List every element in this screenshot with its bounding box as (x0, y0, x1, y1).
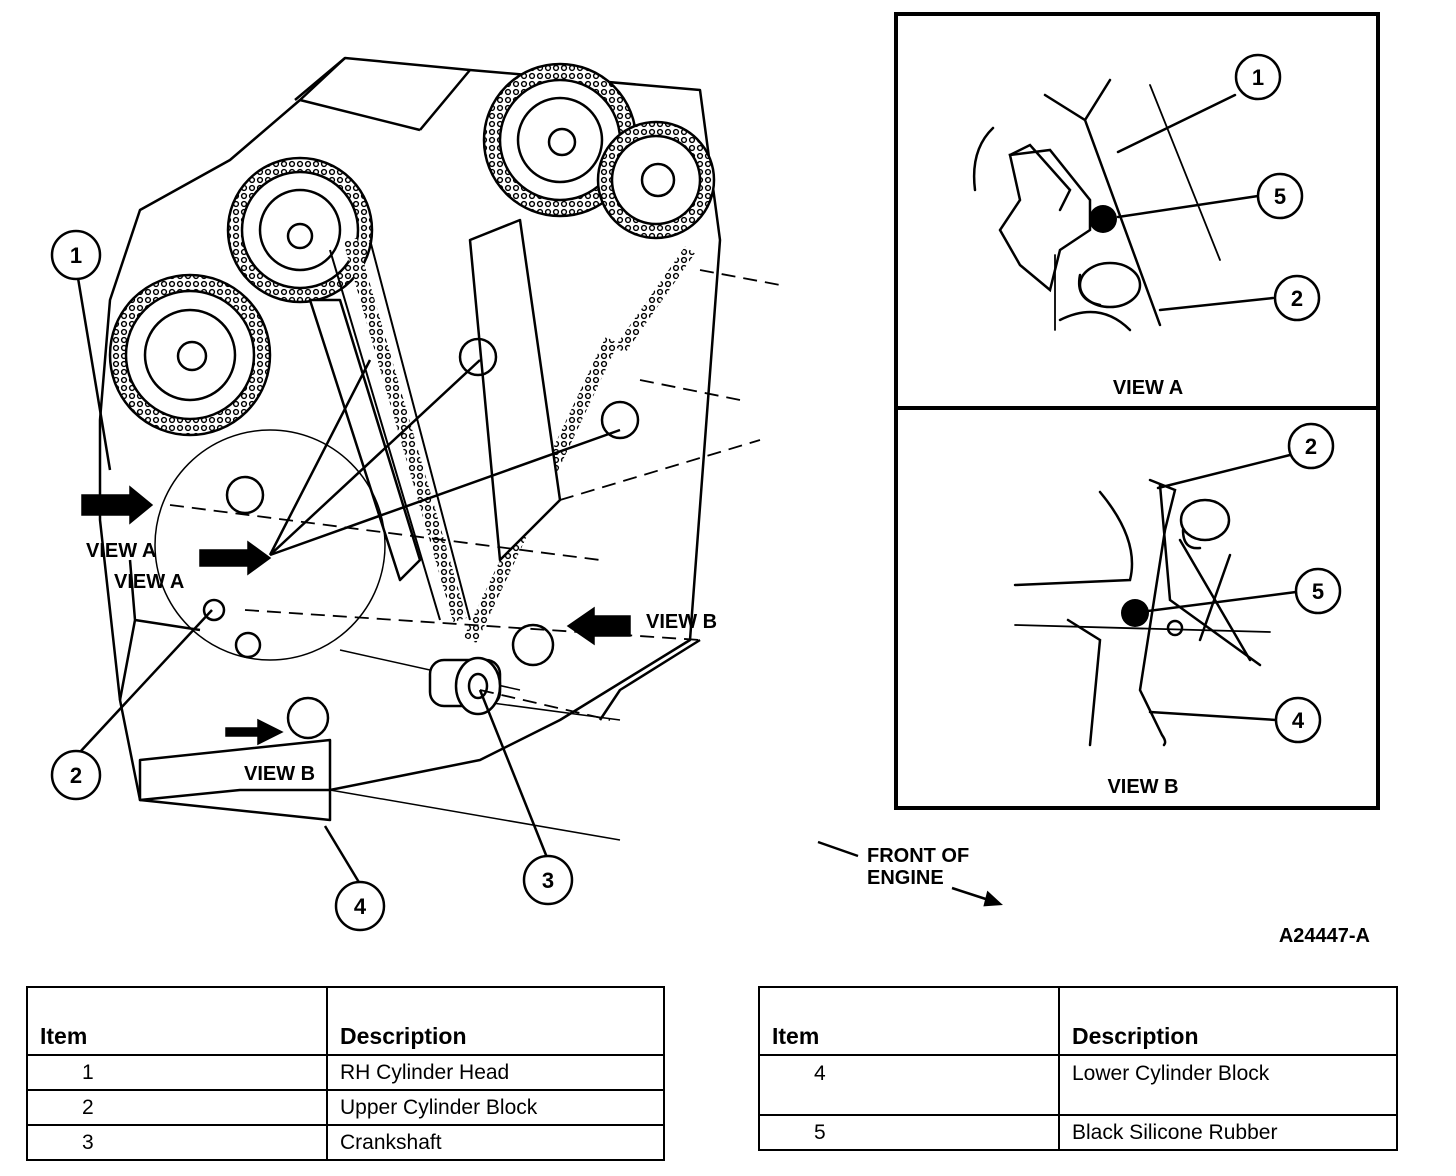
inset-view-a-sketch (972, 78, 1275, 332)
inset-b-callout-5: 5 (1312, 579, 1324, 604)
legend-item-description: Black Silicone Rubber (1058, 1114, 1398, 1151)
legend-row: 3 Crankshaft (26, 1124, 665, 1161)
callout-3-circle (522, 854, 574, 906)
legend-item-number: 4 (758, 1054, 1060, 1116)
view-a-label-lower: VIEW A (114, 571, 184, 593)
legend-header-item: Item (758, 986, 1060, 1056)
legend-item-number: 3 (26, 1124, 328, 1161)
figure-id: A24447-A (1279, 925, 1370, 947)
inset-b-callout-2: 2 (1305, 434, 1317, 459)
callout-2: 2 (70, 763, 82, 788)
front-of-engine-arrows (817, 840, 1003, 907)
legend-row: 4 Lower Cylinder Block (758, 1054, 1398, 1116)
view-arrows (81, 485, 631, 746)
view-b-label-bottom: VIEW B (244, 763, 315, 785)
inset-a-callout-1-circle (1234, 53, 1282, 101)
legend-header-description: Description (326, 986, 665, 1056)
legend-item-description: RH Cylinder Head (326, 1054, 665, 1091)
legend-table-right: Item Description 4 Lower Cylinder Block … (758, 986, 1398, 1151)
legend-item-number: 5 (758, 1114, 1060, 1151)
callout-1: 1 (70, 243, 82, 268)
view-b-label-right: VIEW B (646, 611, 717, 633)
inset-a-callout-5: 5 (1274, 184, 1286, 209)
front-of-engine-line1: FRONT OF (867, 845, 969, 867)
inset-a-callout-5-circle (1256, 172, 1304, 220)
legend-item-description: Upper Cylinder Block (326, 1089, 665, 1126)
view-a-label-upper: VIEW A (86, 540, 156, 562)
inset-view-b-title: VIEW B (1107, 776, 1178, 798)
front-of-engine-line2: ENGINE (867, 867, 944, 889)
inset-b-callout-2-circle (1287, 422, 1335, 470)
legend-item-number: 1 (26, 1054, 328, 1091)
inset-b-callout-4: 4 (1292, 708, 1305, 733)
inset-a-callout-2-circle (1273, 274, 1321, 322)
legend-header-description: Description (1058, 986, 1398, 1056)
legend-table-left: Item Description 1 RH Cylinder Head 2 Up… (26, 986, 665, 1161)
callout-4: 4 (354, 894, 367, 919)
inset-b-callout-5-circle (1294, 567, 1342, 615)
legend-row: 1 RH Cylinder Head (26, 1054, 665, 1091)
legend-row: 2 Upper Cylinder Block (26, 1089, 665, 1126)
main-callout-leaders (76, 277, 550, 885)
engine-illustration (98, 56, 781, 841)
legend-row: 5 Black Silicone Rubber (758, 1114, 1398, 1151)
legend-item-number: 2 (26, 1089, 328, 1126)
inset-frame (894, 12, 1380, 810)
inset-view-b-sketch (1013, 453, 1298, 747)
inset-a-callout-2: 2 (1291, 286, 1303, 311)
silicone-dot-view-a (1089, 205, 1117, 233)
inset-view-a-title: VIEW A (1113, 377, 1183, 399)
legend-header-row: Item Description (26, 986, 665, 1056)
callout-3: 3 (542, 868, 554, 893)
silicone-dot-view-b (1121, 599, 1149, 627)
inset-b-callout-4-circle (1274, 696, 1322, 744)
legend-item-description: Crankshaft (326, 1124, 665, 1161)
callout-1-circle (50, 229, 102, 281)
legend-header-row: Item Description (758, 986, 1398, 1056)
callout-4-circle (334, 880, 386, 932)
legend-header-item: Item (26, 986, 328, 1056)
callout-2-circle (50, 749, 102, 801)
legend-item-description: Lower Cylinder Block (1058, 1054, 1398, 1116)
inset-a-callout-1: 1 (1252, 65, 1264, 90)
